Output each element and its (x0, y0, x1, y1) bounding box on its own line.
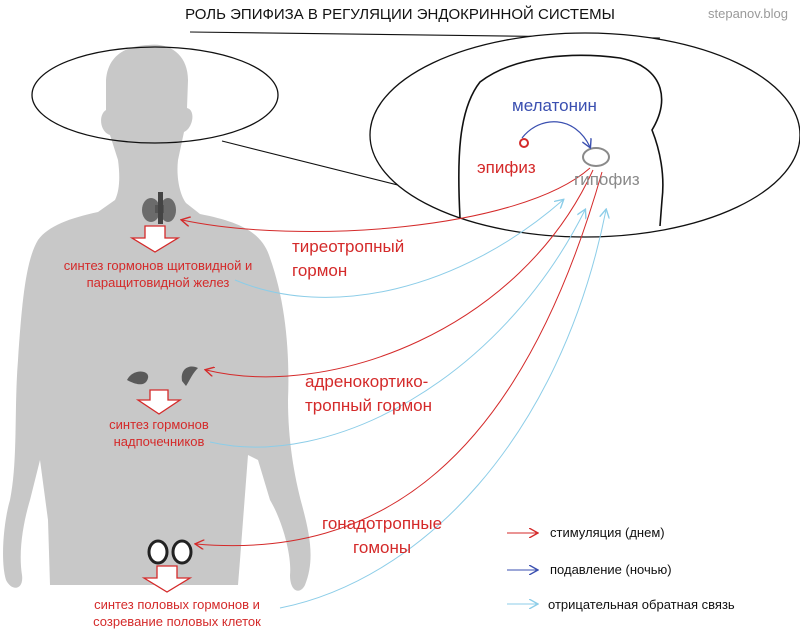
thyrotropic-hormone-label: тиреотропный гормон (292, 235, 404, 283)
adrenal-feedback-arrow (209, 210, 585, 448)
pituitary-label: гипофиз (574, 170, 640, 189)
gonad-feedback-arrow (279, 210, 606, 609)
thyroid-gland-icon (142, 192, 176, 224)
human-body-silhouette (3, 44, 311, 591)
pituitary-ellipse (582, 147, 610, 167)
gonado-line-1: гонадотропные (322, 514, 443, 533)
gonad-synthesis-line-1: синтез половых гормонов и (94, 597, 260, 612)
adrenal-glands-icon (127, 366, 198, 386)
adrenal-synthesis-line-2: надпочечников (113, 434, 205, 449)
thyroid-synthesis-label: синтез гормонов щитовидной и паращитовид… (32, 257, 284, 291)
melatonin-arrow (521, 121, 590, 147)
head-profile-outline (457, 54, 664, 227)
diagram-title: РОЛЬ ЭПИФИЗА В РЕГУЛЯЦИИ ЭНДОКРИННОЙ СИС… (185, 6, 615, 23)
legend-suppression-label: подавление (ночью) (550, 562, 672, 577)
gonadotropic-hormone-label: гонадотропные гомоны (322, 512, 442, 560)
thyroid-synthesis-line-2: паращитовидной желез (86, 275, 230, 290)
adrenocorticotropic-arrow (206, 169, 594, 378)
gonadotropic-arrow (196, 171, 603, 546)
legend-feedback-label: отрицательная обратная связь (548, 597, 735, 612)
adrenal-synthesis-arrow (135, 389, 183, 415)
thyrotropic-line-2: гормон (292, 261, 348, 280)
thyroid-feedback-arrow (234, 200, 563, 298)
gonads-icon (147, 539, 193, 565)
adrenal-synthesis-line-1: синтез гормонов (109, 417, 209, 432)
epiphysis-circle (519, 138, 529, 148)
gonado-line-2: гомоны (353, 538, 412, 557)
gonad-synthesis-arrow (141, 565, 193, 593)
melatonin-label: мелатонин (512, 96, 597, 115)
head-highlight-ellipse (31, 46, 279, 144)
adreno-line-1: адренокортико- (305, 372, 429, 391)
gonad-synthesis-label: синтез половых гормонов и созревание пол… (62, 596, 292, 630)
brain-zoom-ellipse (369, 32, 800, 238)
thyrotropic-line-1: тиреотропный (292, 237, 405, 256)
legend-stimulation-label: стимуляция (днем) (550, 525, 665, 540)
watermark: stepanov.blog (708, 6, 788, 21)
adrenocorticotropic-hormone-label: адренокортико- тропный гормон (305, 370, 432, 418)
epiphysis-label: эпифиз (477, 158, 536, 177)
gonad-synthesis-line-2: созревание половых клеток (93, 614, 261, 629)
adrenal-synthesis-label: синтез гормонов надпочечников (84, 416, 234, 450)
thyrotropic-arrow (182, 167, 591, 232)
adreno-line-2: тропный гормон (305, 396, 432, 415)
thyroid-synthesis-arrow (129, 225, 181, 253)
thyroid-synthesis-line-1: синтез гормонов щитовидной и (63, 258, 253, 273)
